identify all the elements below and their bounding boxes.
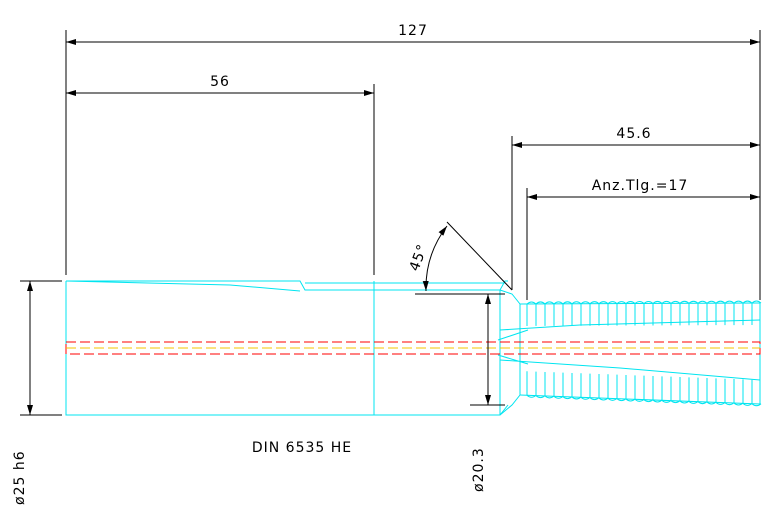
extension-lines	[20, 30, 761, 416]
shank-standard-label: DIN 6535 HE	[252, 440, 352, 456]
chamfer-ext-line	[446, 221, 513, 291]
shank-outline	[65, 280, 509, 416]
shank-flat	[65, 280, 505, 292]
cutter-inner-taper	[497, 319, 761, 381]
thread-teeth	[526, 300, 762, 407]
cutter-taper-top	[519, 302, 761, 305]
cutter-taper-bottom	[519, 394, 761, 405]
neck-chamfer	[499, 289, 521, 416]
dim-shank-text: 56	[210, 74, 230, 90]
chamfer-angle-arc	[422, 225, 448, 292]
dim-cutting-text: 45.6	[616, 126, 651, 142]
dim-neck-diameter-text: ø20.3	[471, 447, 487, 492]
dim-overall-text: 127	[398, 23, 428, 39]
part-outline	[65, 280, 762, 416]
dim-teeth-text: Anz.Tlg.=17	[592, 178, 689, 194]
dim-shank-diameter-text: ø25 h6	[12, 450, 28, 505]
